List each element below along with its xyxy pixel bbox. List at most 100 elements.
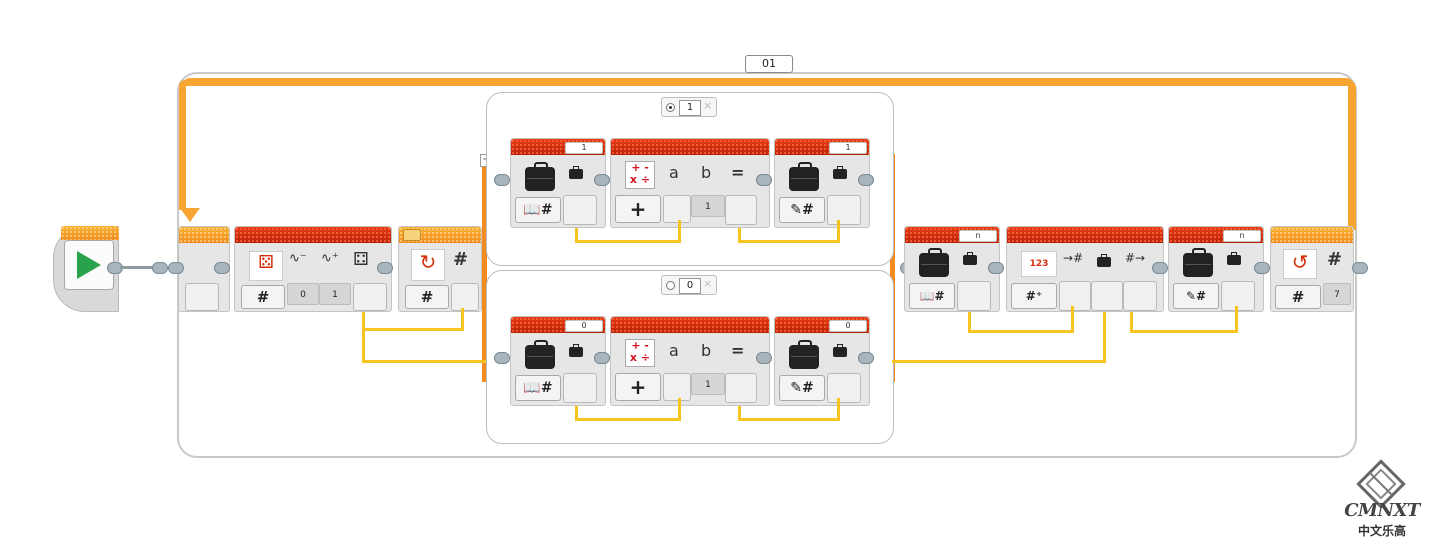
sequence-plug[interactable] (594, 352, 610, 364)
variable-output-icon (569, 166, 583, 179)
array-mode-button[interactable]: #⁺ (1011, 283, 1057, 309)
result-slot[interactable] (725, 373, 757, 403)
variable-name[interactable]: n (1223, 230, 1261, 242)
loop-in-plug[interactable] (168, 262, 184, 274)
read-mode-button[interactable]: 📖# (515, 375, 561, 401)
play-icon[interactable] (64, 240, 114, 290)
input-a-slot[interactable] (663, 195, 691, 223)
write-mode-button[interactable]: ✎# (779, 197, 825, 223)
pencil-icon: ✎ (790, 380, 802, 396)
case-in-plug[interactable] (494, 352, 510, 364)
sequence-plug[interactable] (1152, 262, 1168, 274)
math-mode-button[interactable]: + (615, 195, 661, 223)
switch-toggle-icon[interactable] (403, 229, 421, 241)
input-b-value[interactable]: 1 (691, 195, 725, 217)
compare-block[interactable]: ↻ # # (398, 226, 482, 312)
loop-counter[interactable]: 01 (745, 55, 793, 73)
case-out-plug[interactable] (858, 352, 874, 364)
read-array-mode-button[interactable]: 📖# (909, 283, 955, 309)
variable-name[interactable]: 0 (829, 320, 867, 332)
math-block[interactable]: + -x ÷ a b = + 1 (610, 316, 770, 406)
sequence-plug[interactable] (1254, 262, 1270, 274)
read-array-block[interactable]: n 📖# (904, 226, 1000, 312)
write-mode-button[interactable]: ✎# (779, 375, 825, 401)
loop-condition-block[interactable]: ↺ # # 7 (1270, 226, 1354, 312)
equals-label: = (731, 341, 745, 360)
write-variable-block[interactable]: 1 ✎# (774, 138, 870, 228)
case-out-plug[interactable] (858, 174, 874, 186)
loop-in-plug[interactable] (152, 262, 168, 274)
loop-mode-button[interactable]: # (1275, 285, 1321, 309)
sequence-plug[interactable] (756, 352, 772, 364)
case-radio-selected[interactable] (666, 103, 675, 112)
input-a-slot[interactable] (663, 373, 691, 401)
case-value[interactable]: 0 (679, 278, 701, 294)
compare-mode-button[interactable]: # (405, 285, 449, 309)
result-slot[interactable] (725, 195, 757, 225)
rotate-icon: ↻ (411, 249, 445, 281)
loop-out-plug[interactable] (1352, 262, 1368, 274)
data-wire (738, 406, 741, 420)
array-operations-block[interactable]: 123 →# #→ #⁺ (1006, 226, 1164, 312)
write-array-block[interactable]: n ✎# (1168, 226, 1264, 312)
case-tab-false[interactable]: 0 × (661, 275, 717, 295)
read-mode-button[interactable]: 📖# (515, 197, 561, 223)
read-output-slot[interactable] (563, 373, 597, 403)
sequence-plug[interactable] (594, 174, 610, 186)
upper-bound-input[interactable]: 1 (319, 283, 351, 305)
cmnxt-logo-icon (1356, 459, 1406, 509)
math-icon: + -x ÷ (625, 339, 655, 367)
variable-name[interactable]: 1 (829, 142, 867, 154)
array-output-slot[interactable] (957, 281, 991, 311)
array-out-slot[interactable] (1123, 281, 1157, 311)
remove-case-icon[interactable]: × (703, 277, 713, 290)
write-input-slot[interactable] (827, 195, 861, 225)
loop-count-value[interactable]: 7 (1323, 283, 1351, 305)
random-output-slot[interactable] (353, 283, 387, 311)
read-variable-block[interactable]: 0 📖# (510, 316, 606, 406)
compare-in-plug[interactable] (377, 262, 393, 274)
random-in-plug[interactable] (214, 262, 230, 274)
loop-top-bar (182, 78, 1354, 86)
write-array-mode-button[interactable]: ✎# (1173, 283, 1219, 309)
case-in-plug[interactable] (494, 174, 510, 186)
data-wire (362, 330, 365, 362)
data-wire (1103, 312, 1106, 362)
write-input-slot[interactable] (827, 373, 861, 403)
array-input-slot[interactable] (1221, 281, 1255, 311)
compare-input-slot[interactable] (451, 283, 479, 311)
value-in-slot[interactable] (1091, 281, 1123, 311)
lower-bound-input[interactable]: 0 (287, 283, 319, 305)
input-b-value[interactable]: 1 (691, 373, 725, 395)
variable-name[interactable]: 1 (565, 142, 603, 154)
data-wire (837, 398, 840, 421)
pencil-array-icon: ✎# (1185, 289, 1207, 303)
variable-name[interactable]: 0 (565, 320, 603, 332)
logo-subtitle: 中文乐高 (1357, 524, 1406, 538)
variable-icon (919, 248, 949, 277)
data-wire (738, 228, 741, 242)
data-wire (362, 328, 464, 331)
sequence-plug[interactable] (756, 174, 772, 186)
variable-name[interactable]: n (959, 230, 997, 242)
input-b-label: b (701, 163, 712, 182)
loop-start-block[interactable] (178, 226, 230, 312)
math-mode-button[interactable]: + (615, 373, 661, 401)
array-out-icon: #→ (1125, 251, 1146, 265)
case-tab-true[interactable]: 1 × (661, 97, 717, 117)
read-output-slot[interactable] (563, 195, 597, 225)
read-variable-block[interactable]: 1 📖# (510, 138, 606, 228)
array-in-slot[interactable] (1059, 281, 1091, 311)
array-in-icon: →# (1063, 251, 1084, 265)
case-value[interactable]: 1 (679, 100, 701, 116)
array-append-icon: #⁺ (1025, 289, 1043, 303)
random-block[interactable]: ⚄ ∿⁻ ∿⁺ ⚃ # 0 1 (234, 226, 392, 312)
random-mode-button[interactable]: # (241, 285, 285, 309)
case-radio[interactable] (666, 281, 675, 290)
remove-case-icon[interactable]: × (703, 99, 713, 112)
equals-label: = (731, 163, 745, 182)
math-block[interactable]: + -x ÷ a b = + 1 (610, 138, 770, 228)
write-variable-block[interactable]: 0 ✎# (774, 316, 870, 406)
sequence-wire (120, 266, 156, 269)
sequence-plug[interactable] (988, 262, 1004, 274)
